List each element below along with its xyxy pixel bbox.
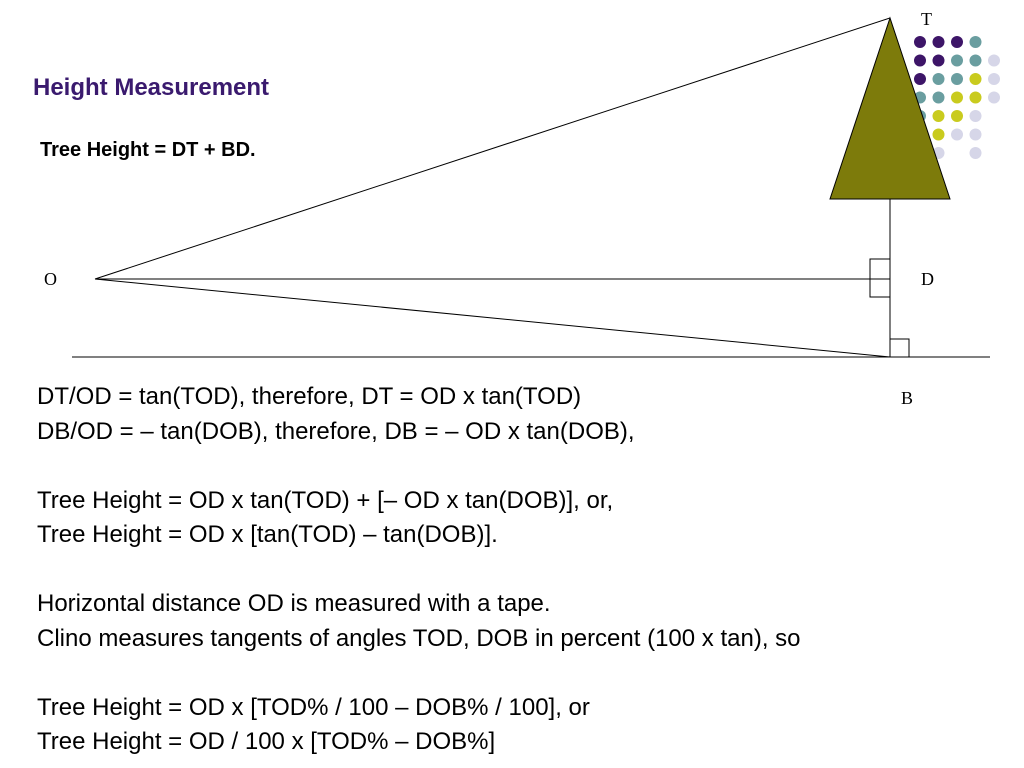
decorative-dot	[932, 36, 945, 48]
text-line	[37, 656, 801, 691]
sight-line-OT	[94, 17, 891, 280]
decorative-dot	[969, 91, 982, 104]
point-label-D: D	[921, 269, 934, 289]
decorative-dot	[932, 54, 945, 67]
decorative-dot	[951, 91, 963, 104]
decorative-dot	[969, 147, 982, 159]
decorative-dot	[988, 73, 1000, 85]
decorative-dot	[969, 73, 982, 85]
text-line: Horizontal distance OD is measured with …	[37, 590, 551, 617]
point-label-O: O	[44, 269, 57, 289]
formula-subtitle: Tree Height = DT + BD.	[40, 139, 256, 161]
text-line: DB/OD = – tan(DOB), therefore, DB = – OD…	[37, 417, 635, 445]
page-title: Height Measurement	[33, 74, 270, 101]
decorative-dot	[969, 36, 982, 48]
point-label-T: T	[921, 9, 932, 29]
text-line: Tree Height = OD x [TOD% / 100 – DOB% / …	[37, 693, 590, 721]
sight-line-OB	[94, 278, 891, 358]
decorative-dot	[969, 110, 982, 122]
right-angle-marker-D	[869, 258, 891, 298]
decorative-dot	[932, 73, 945, 85]
point-label-B: B	[901, 388, 914, 408]
text-line: Tree Height = OD x [tan(TOD) – tan(DOB)]…	[37, 521, 498, 548]
decorative-dot	[951, 54, 963, 67]
decorative-dot	[969, 128, 982, 141]
decorative-dot	[914, 73, 926, 85]
decorative-dot	[988, 91, 1000, 104]
tree-crown	[829, 16, 951, 200]
decorative-dot	[932, 110, 945, 122]
decorative-dot	[969, 54, 982, 67]
text-line: Clino measures tangents of angles TOD, D…	[37, 624, 801, 652]
text-line	[37, 449, 801, 484]
text-line: Tree Height = OD x tan(TOD) + [– OD x ta…	[37, 486, 614, 514]
decorative-dot	[951, 110, 963, 122]
right-angle-marker-B	[889, 338, 910, 358]
decorative-dot	[932, 128, 945, 141]
decorative-dot	[951, 73, 963, 85]
decorative-dot	[914, 54, 926, 67]
decorative-dot	[988, 54, 1000, 67]
decorative-dot	[932, 91, 945, 104]
text-line	[37, 553, 801, 588]
text-line: Tree Height = OD / 100 x [TOD% – DOB%]	[37, 728, 496, 755]
text-line: DT/OD = tan(TOD), therefore, DT = OD x t…	[37, 383, 582, 410]
decorative-dot	[914, 36, 926, 48]
explanation-text: DT/OD = tan(TOD), therefore, DT = OD x t…	[37, 380, 801, 760]
decorative-dot	[951, 128, 963, 141]
decorative-dot	[951, 36, 963, 48]
